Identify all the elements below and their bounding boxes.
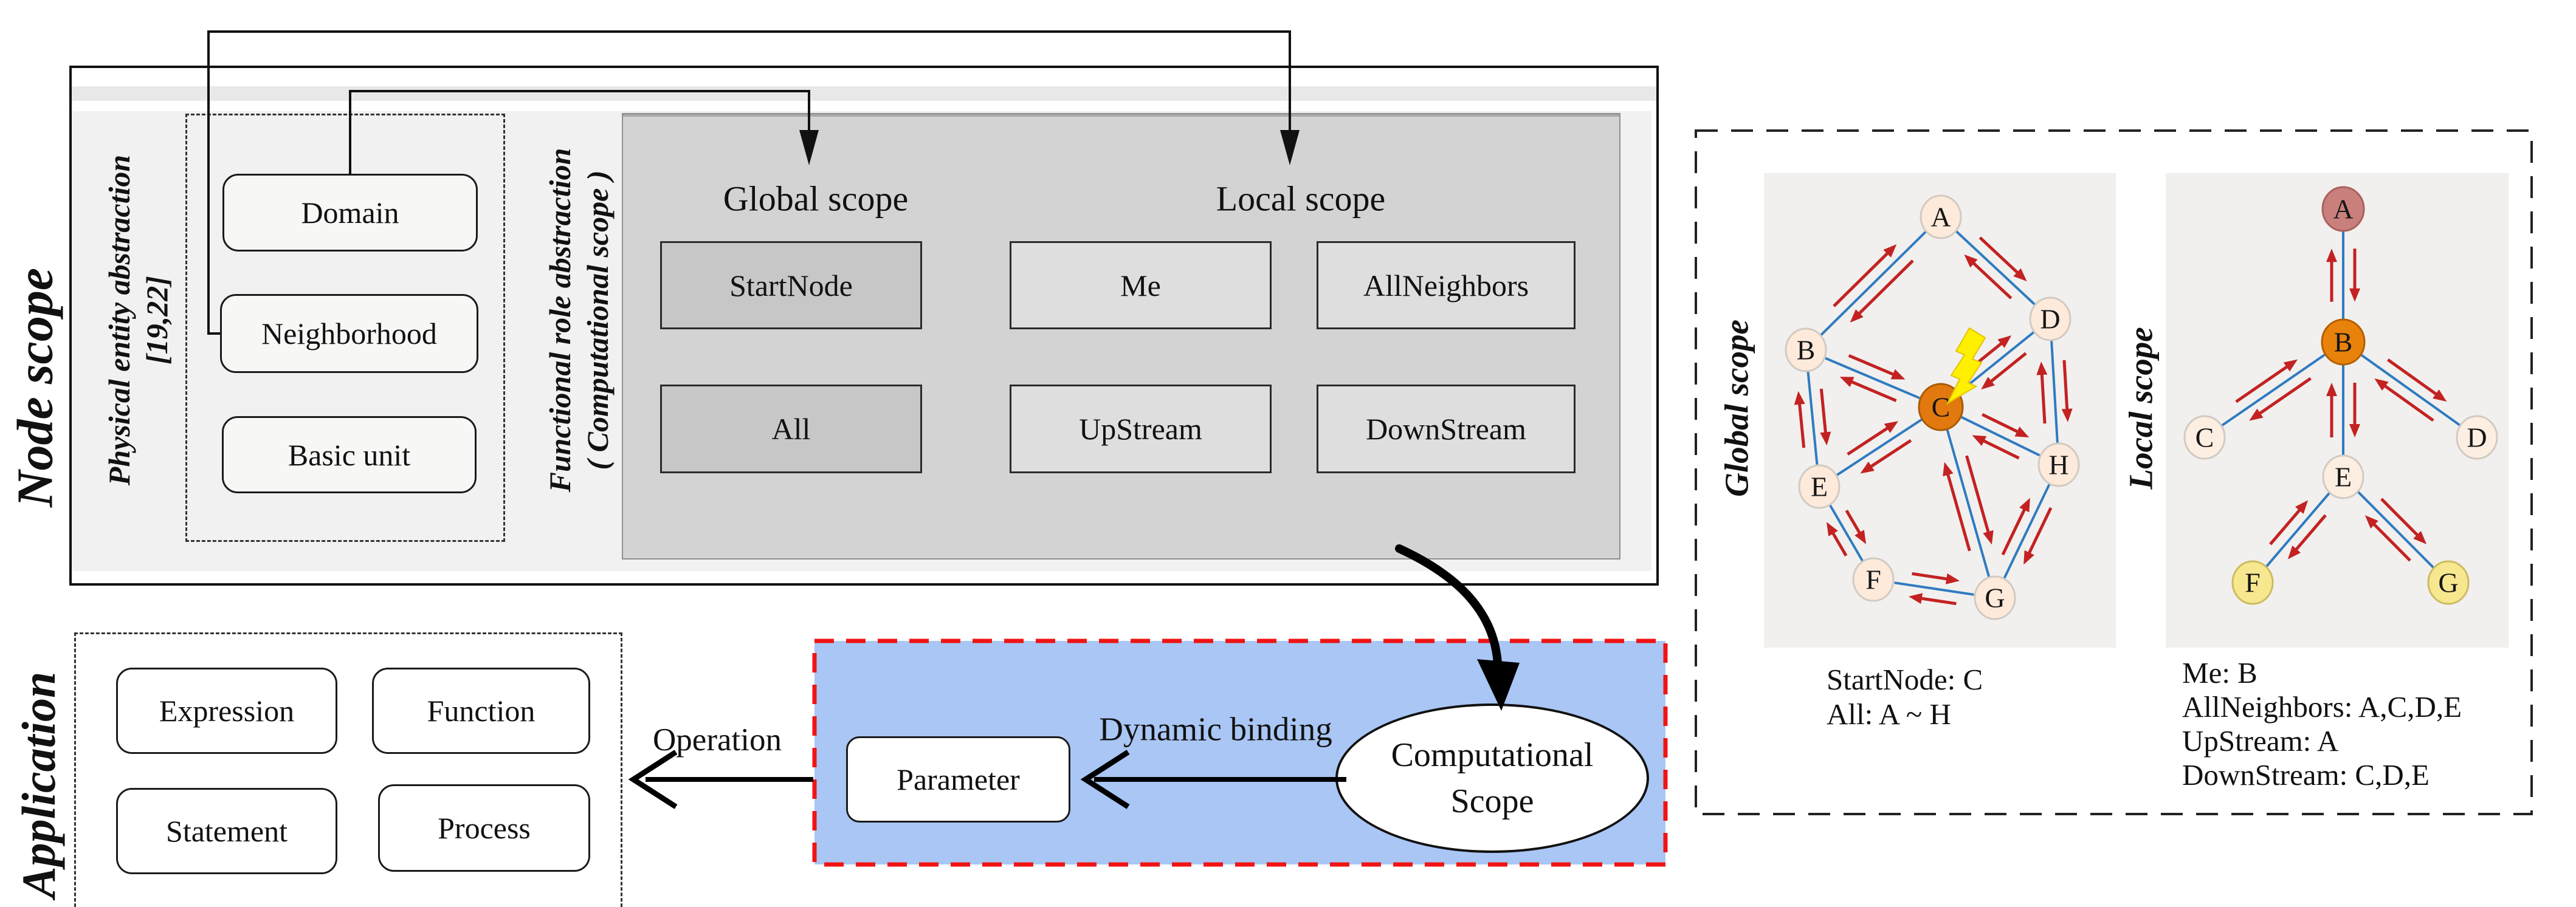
basic-unit-label: Basic unit [288,437,411,472]
computational-scope-line1: Computational [1391,736,1594,774]
downstream-label: DownStream [1366,412,1526,446]
process-box: Process [378,784,590,872]
downstream-box: DownStream [1317,385,1576,473]
expression-box: Expression [116,668,337,754]
node-scope-top-band [72,86,1656,101]
example-local-panel [2166,173,2509,648]
function-label: Function [427,694,536,728]
all-box: All [660,385,922,473]
parameter-label: Parameter [897,762,1020,796]
functional-role-label-line2: ( Computational scope ) [580,170,615,470]
statement-box: Statement [116,788,337,874]
node-scope-title: Node scope [7,267,64,508]
application-dashed-box [74,632,622,907]
physical-entity-label-line1: Physical entity abstraction [102,154,136,486]
example-global-rotated-label: Global scope [1718,320,1755,497]
local-scope-header: Local scope [1216,179,1386,219]
functional-role-label-line1: Functional role abstraction [543,148,577,493]
neighborhood-label: Neighborhood [261,317,437,351]
domain-label: Domain [301,196,399,230]
parameter-box: Parameter [846,736,1070,823]
basic-unit-box: Basic unit [222,416,477,493]
me-box: Me [1010,241,1272,329]
me-label: Me [1120,268,1161,303]
neighborhood-box: Neighborhood [220,294,478,373]
startnode-label: StartNode [729,268,853,303]
example-global-panel [1764,173,2116,648]
upstream-box: UpStream [1010,385,1272,473]
upstream-label: UpStream [1079,412,1202,446]
local-caption-upstream: UpStream: A [2182,724,2339,758]
physical-entity-label-line2: [19,22] [140,276,174,365]
computational-scope-ellipse: Computational Scope [1335,703,1649,853]
local-caption-downstream: DownStream: C,D,E [2182,758,2430,792]
local-caption-me: Me: B [2182,656,2257,690]
global-scope-header: Global scope [723,179,909,219]
allneighbors-box: AllNeighbors [1317,241,1576,329]
all-label: All [771,412,811,446]
computational-scope-line2: Scope [1450,782,1534,820]
domain-box: Domain [222,174,478,252]
local-caption-allneighbors: AllNeighbors: A,C,D,E [2182,690,2462,724]
expression-label: Expression [159,694,295,728]
global-caption-startnode: StartNode: C [1827,663,1983,696]
function-box: Function [372,668,590,754]
example-local-rotated-label: Local scope [2122,327,2160,490]
startnode-box: StartNode [660,241,922,329]
application-title: Application [12,671,65,898]
statement-label: Statement [166,814,288,848]
example-local-caption: Me: B AllNeighbors: A,C,D,E UpStream: A … [2182,656,2462,792]
global-caption-all: All: A ~ H [1827,697,1951,731]
operation-label: Operation [653,722,782,758]
physical-entity-label: Physical entity abstraction [19,22] [100,155,176,485]
process-label: Process [438,811,531,845]
operation-arrowhead [628,750,678,809]
allneighbors-label: AllNeighbors [1363,268,1529,303]
example-global-caption: StartNode: C All: A ~ H [1827,662,1983,731]
dynamic-binding-label: Dynamic binding [1099,710,1332,748]
functional-role-label: Functional role abstraction ( Computatio… [541,148,616,493]
